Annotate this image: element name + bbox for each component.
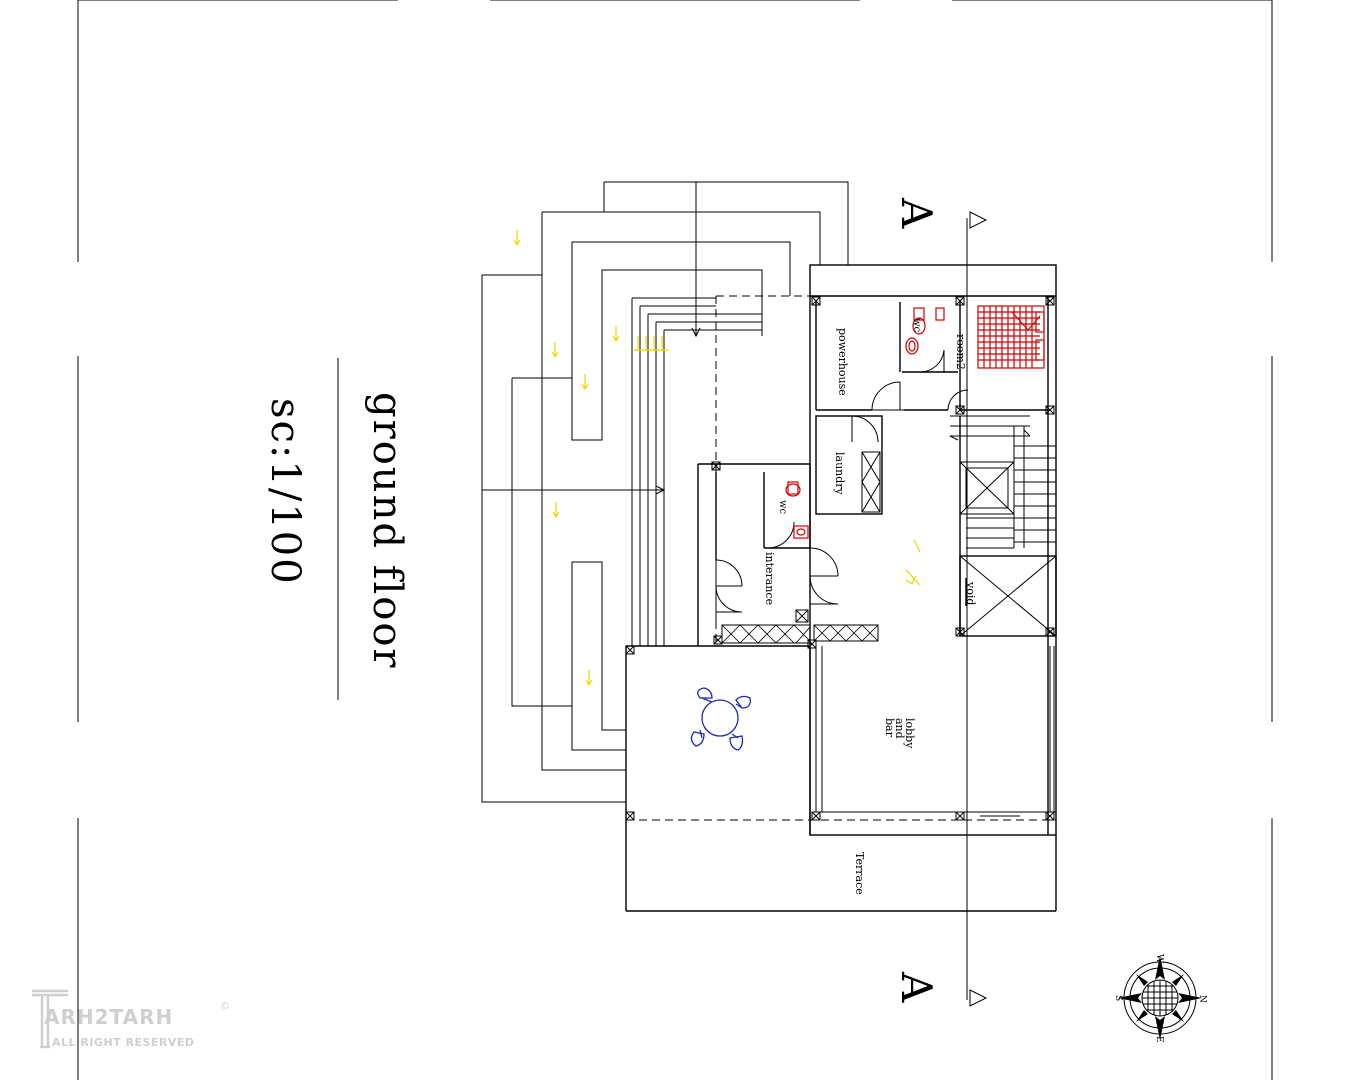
level-markers: [513, 230, 921, 687]
label-lobby-1: lobby: [903, 718, 916, 749]
label-lobby-2: and: [893, 718, 906, 739]
label-void: void: [964, 581, 977, 605]
dining-table-icon: [690, 687, 751, 751]
level-marker: [634, 336, 668, 351]
label-wc-left: wc: [777, 500, 788, 515]
stair-treads: [949, 415, 1056, 549]
label-lobby-3: bar: [883, 718, 896, 738]
building-walls: [625, 264, 1057, 912]
drawing-title: ground floor: [364, 392, 410, 670]
label-interance: interance: [763, 552, 776, 605]
level-marker: [612, 326, 620, 343]
label-terrace: Terrace: [853, 852, 866, 895]
level-marker: [581, 374, 589, 391]
compass-n: N: [1197, 995, 1207, 1003]
sanitary-fixtures: [785, 305, 1045, 539]
watermark-logo-icon: [32, 989, 68, 1049]
title-block: ground floor sc:1/100: [262, 358, 410, 700]
level-marker: [585, 670, 593, 687]
sheet-frame: [77, 0, 1273, 1080]
label-laundry: laundry: [833, 452, 846, 496]
section-line: A A: [892, 197, 988, 1007]
level-marker: [905, 539, 921, 586]
compass-w: W: [1154, 954, 1164, 964]
stepped-outline: [481, 181, 849, 803]
watermark-copyright: ©: [220, 1001, 230, 1012]
drawing-scale: sc:1/100: [262, 398, 308, 586]
toilet-icon: [785, 307, 926, 497]
label-powerhouse: powerhouse: [836, 328, 849, 396]
column-markers: [625, 296, 1055, 821]
section-marker-top: A: [892, 197, 941, 229]
level-marker: [552, 502, 560, 519]
room-labels: powerhouse wc room2 laundry wc interance…: [763, 318, 977, 895]
compass-e: E: [1154, 1036, 1164, 1043]
label-wc-top: wc: [911, 318, 922, 333]
level-marker: [551, 342, 559, 359]
label-room2: room2: [954, 334, 967, 370]
hatch-pattern: [721, 624, 879, 644]
compass-s: S: [1113, 995, 1123, 1001]
level-marker: [513, 230, 521, 247]
doors: [715, 349, 969, 625]
sink-icon: [793, 307, 945, 539]
watermark-brand: ARH2TARH: [44, 1005, 174, 1029]
bed-icon: [977, 305, 1045, 369]
watermark-rights: ALL RIGHT RESERVED: [52, 1036, 195, 1049]
compass-rose-icon: N S W E: [1113, 954, 1207, 1043]
section-marker-bottom: A: [892, 971, 941, 1003]
